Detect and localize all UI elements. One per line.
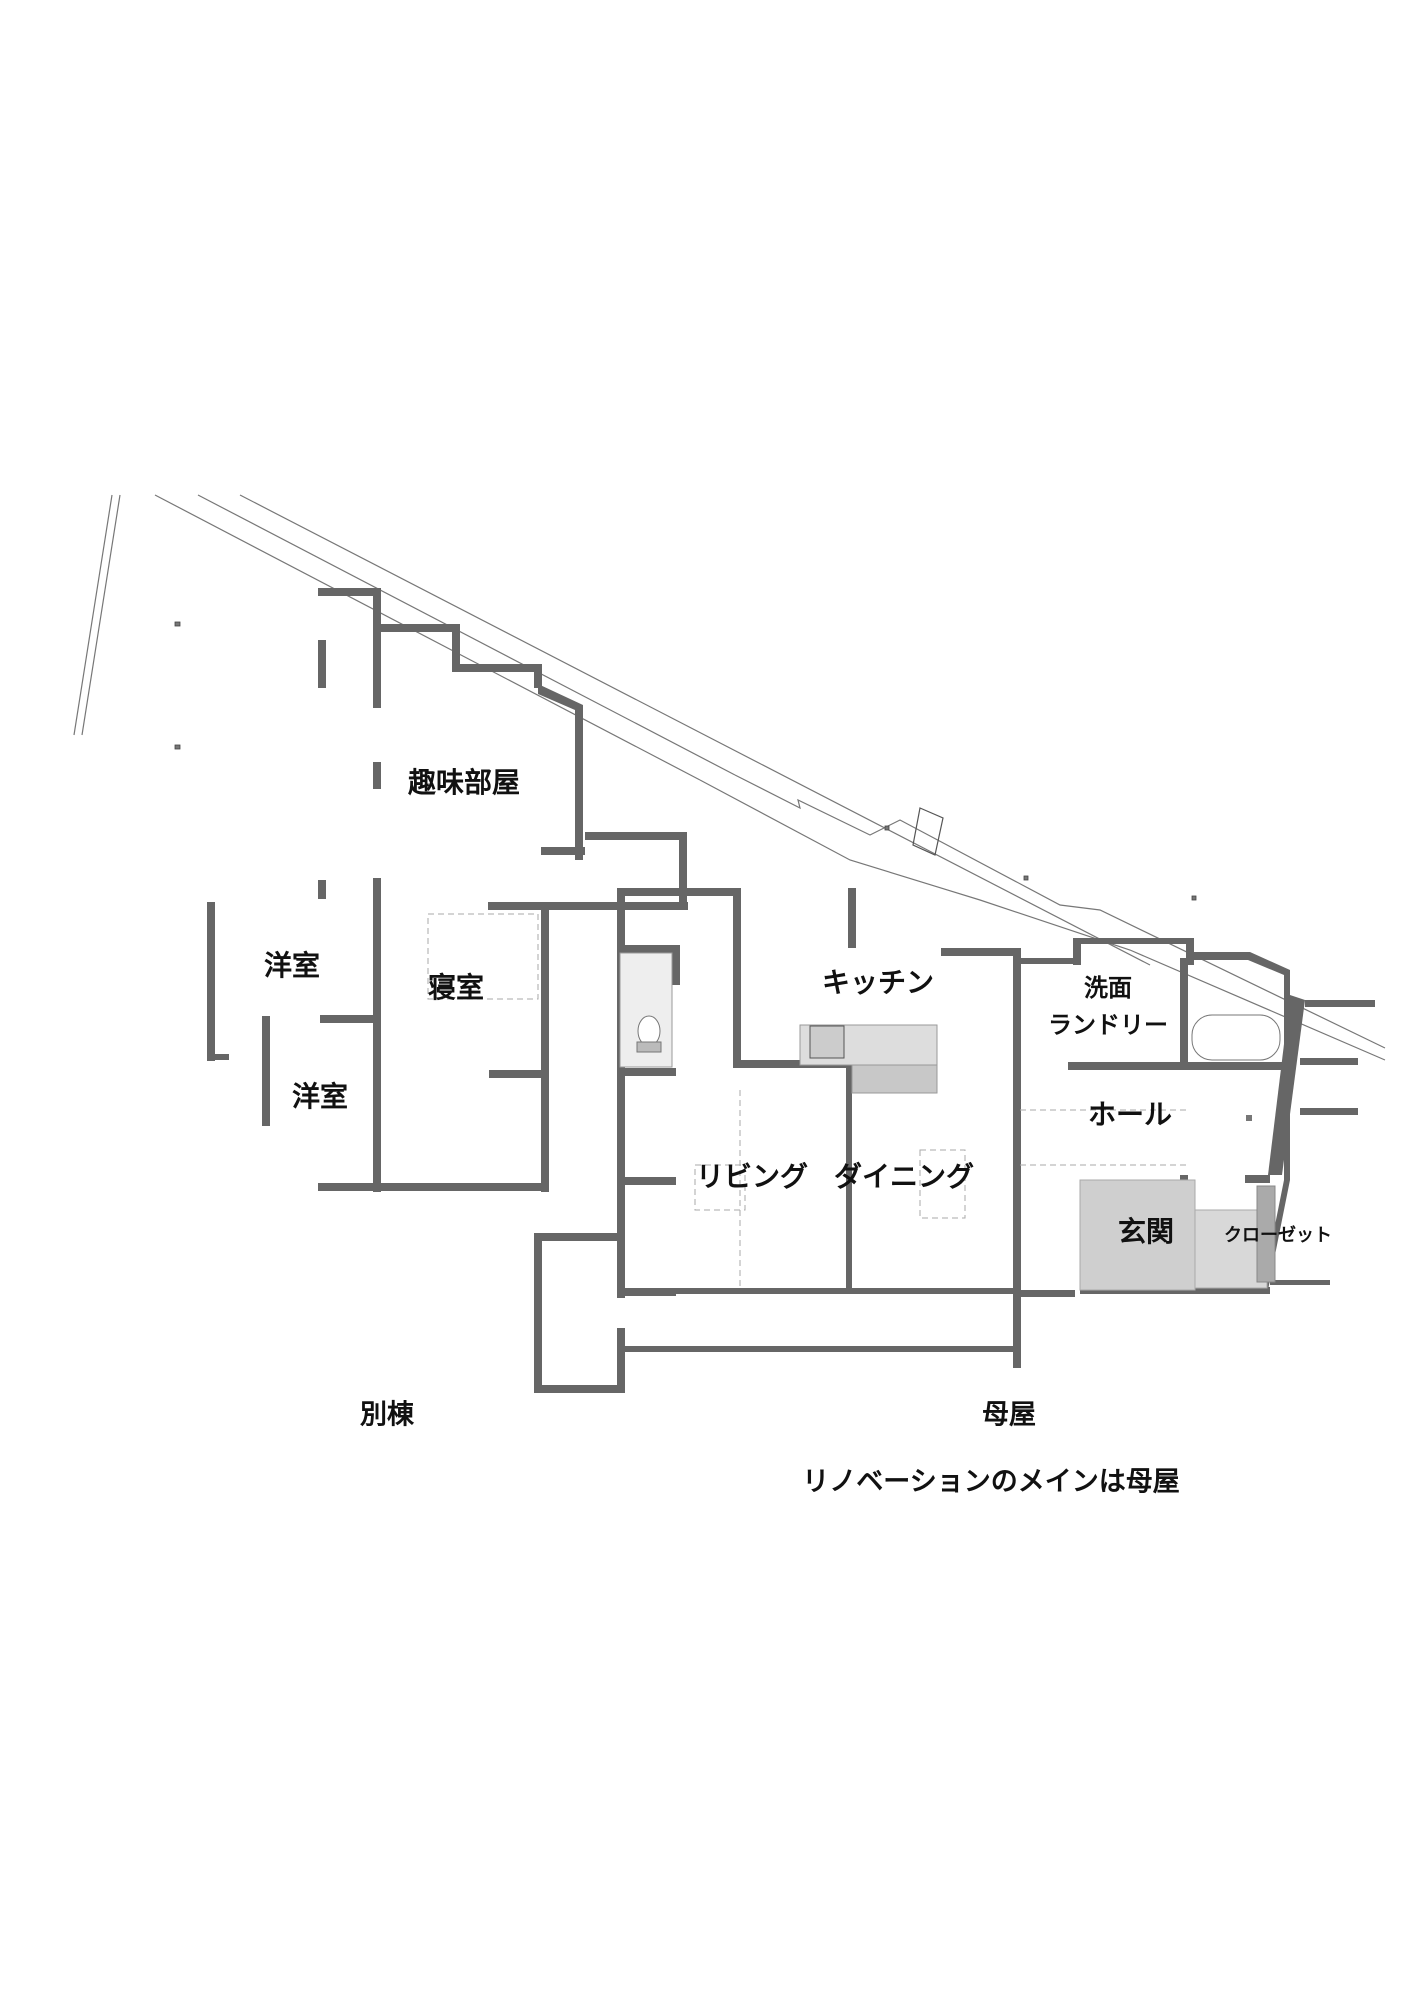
room-label-closet: クローゼット: [1224, 1225, 1332, 1246]
room-label-kitchen: キッチン: [821, 966, 935, 999]
site-markers: [174, 621, 1197, 901]
walls: [207, 588, 1375, 1393]
dashed-guides: [427, 913, 1190, 1290]
room-label-bedroom: 寝室: [427, 971, 485, 1004]
room-label-living: リビング: [695, 1160, 809, 1193]
room-label-dining: ダイニング: [833, 1160, 975, 1193]
caption-annex: 別棟: [360, 1399, 414, 1431]
caption-renovation-note: リノベーションのメインは母屋: [802, 1466, 1180, 1498]
caption-main-house: 母屋: [982, 1399, 1036, 1431]
room-label-laundry: ランドリー: [1048, 1011, 1168, 1039]
bay-window-outline: [912, 807, 944, 856]
fixtures: [619, 952, 1281, 1291]
room-label-western-2: 洋室: [291, 1080, 349, 1113]
room-label-western-1: 洋室: [263, 949, 321, 982]
room-label-hall: ホール: [1087, 1098, 1173, 1131]
room-label-hobby: 趣味部屋: [407, 766, 521, 799]
room-label-washroom: 洗面: [1084, 974, 1132, 1002]
room-label-entrance: 玄関: [1117, 1215, 1175, 1248]
